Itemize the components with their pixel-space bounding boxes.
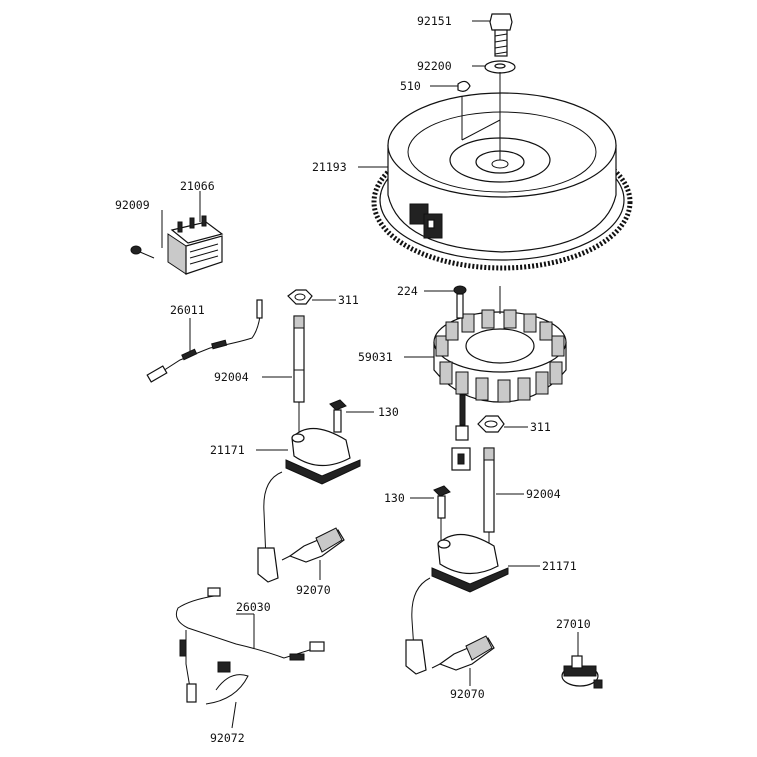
label-92009: 92009 <box>115 198 150 212</box>
part-number-labels: 92151 92200 510 21193 21066 92009 224 31… <box>115 14 591 745</box>
label-21171-right: 21171 <box>542 559 577 573</box>
label-21193: 21193 <box>312 160 347 174</box>
lead-wire[interactable] <box>146 299 263 383</box>
ignition-coil-right[interactable] <box>405 533 509 675</box>
hex-nut-lower[interactable] <box>477 415 505 433</box>
flywheel-bolt[interactable] <box>489 13 513 57</box>
coil-bolt-left[interactable] <box>329 399 347 433</box>
stator-screw[interactable] <box>453 285 467 319</box>
label-92004-left: 92004 <box>214 370 249 384</box>
label-92070-right: 92070 <box>450 687 485 701</box>
label-26011: 26011 <box>170 303 205 317</box>
ignition-coil-left[interactable] <box>257 427 361 583</box>
harness-clip[interactable] <box>205 661 249 705</box>
label-59031: 59031 <box>358 350 393 364</box>
label-92151: 92151 <box>417 14 452 28</box>
label-224: 224 <box>397 284 418 298</box>
label-311-upper: 311 <box>338 293 359 307</box>
wire-harness[interactable] <box>175 587 325 703</box>
coil-bolt-right[interactable] <box>433 485 451 519</box>
label-92072: 92072 <box>210 731 245 745</box>
label-21171-left: 21171 <box>210 443 245 457</box>
stud-bolt-right[interactable] <box>483 447 495 533</box>
flywheel-key[interactable] <box>457 80 471 92</box>
oil-pressure-switch[interactable] <box>561 655 603 689</box>
flywheel-washer[interactable] <box>484 60 516 74</box>
stator-connector[interactable] <box>451 394 471 471</box>
label-92004-right: 92004 <box>526 487 561 501</box>
spark-plug-right[interactable] <box>431 635 495 671</box>
regulator-screw[interactable] <box>130 245 155 259</box>
leader-lines <box>161 20 579 729</box>
label-510: 510 <box>400 79 421 93</box>
label-21066: 21066 <box>180 179 215 193</box>
label-311-lower: 311 <box>530 420 551 434</box>
stud-bolt-left[interactable] <box>293 315 305 403</box>
flywheel[interactable] <box>371 92 633 271</box>
label-92200: 92200 <box>417 59 452 73</box>
stator[interactable] <box>433 309 567 403</box>
label-130-left: 130 <box>378 405 399 419</box>
hex-nut-upper[interactable] <box>287 289 313 305</box>
voltage-regulator[interactable] <box>167 215 224 275</box>
spark-plug-left[interactable] <box>281 527 345 563</box>
label-92070-left: 92070 <box>296 583 331 597</box>
label-27010: 27010 <box>556 617 591 631</box>
label-26030: 26030 <box>236 600 271 614</box>
label-130-right: 130 <box>384 491 405 505</box>
